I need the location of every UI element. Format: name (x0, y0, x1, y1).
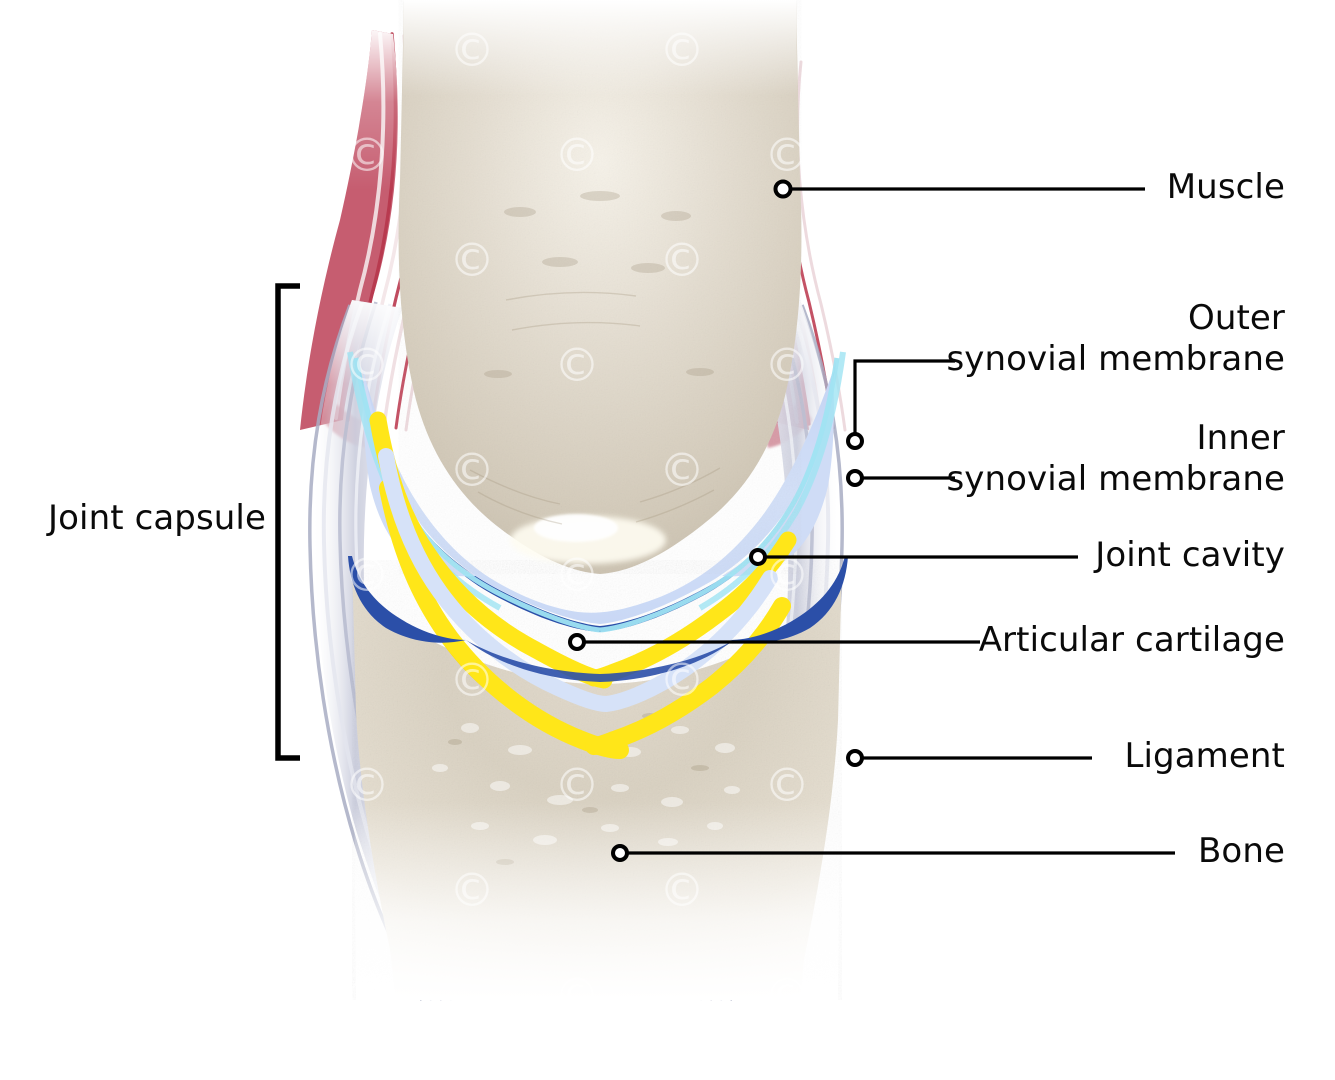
label-outer-synovial-membrane: Outer synovial membrane (946, 298, 1285, 379)
label-inner-synovial-membrane: Inner synovial membrane (946, 418, 1285, 499)
dot-ligament (846, 749, 864, 767)
dot-bone (611, 844, 629, 862)
label-articular-cartilage: Articular cartilage (978, 620, 1285, 660)
label-joint-cavity: Joint cavity (1095, 535, 1285, 575)
dot-muscle (773, 179, 793, 199)
dot-inner-synovial (846, 469, 864, 487)
label-bone: Bone (1198, 831, 1285, 871)
watermark-overlay (330, 0, 880, 1000)
label-ligament: Ligament (1124, 736, 1285, 776)
dot-outer-synovial (846, 432, 864, 450)
leader-lines (577, 187, 1175, 855)
dot-joint-cavity (749, 548, 767, 566)
leader-dots (568, 179, 864, 862)
dot-articular-cartilage (568, 633, 586, 651)
joint-capsule-bracket (275, 283, 300, 761)
leader-outer-synovial (853, 359, 955, 441)
label-muscle: Muscle (1166, 167, 1285, 207)
label-joint-capsule: Joint capsule (48, 498, 267, 538)
